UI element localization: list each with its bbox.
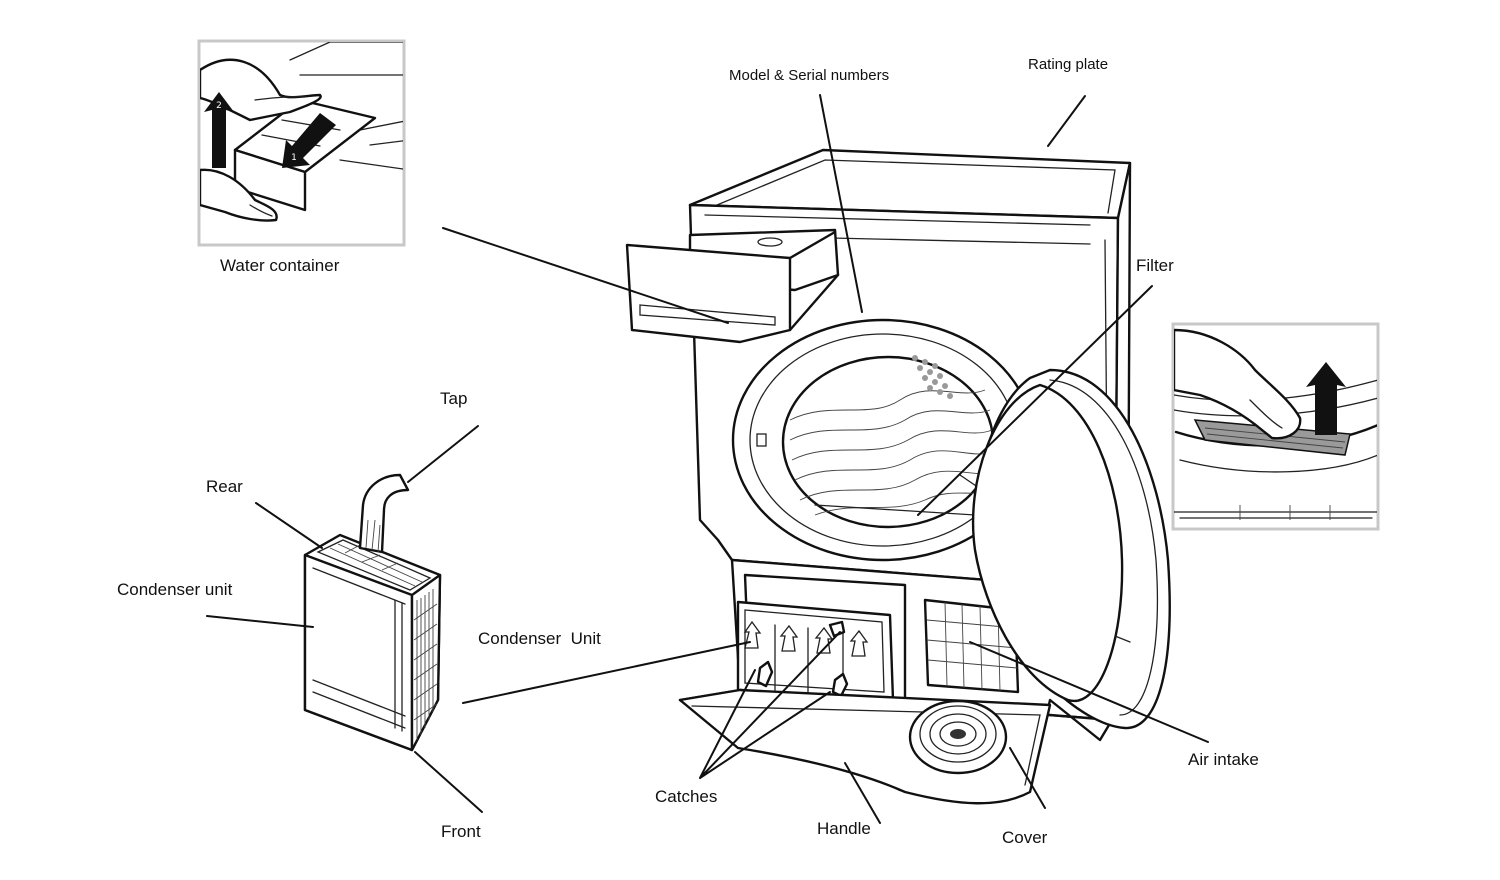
- leader-water-container: [442, 227, 729, 324]
- label-rating-plate: Rating plate: [1028, 56, 1109, 73]
- step-2-number: 2: [216, 101, 222, 111]
- leader-model-serial: [819, 94, 863, 313]
- leader-tap: [407, 425, 479, 483]
- label-air-intake: Air intake: [1188, 750, 1259, 769]
- step-1-number: 1: [291, 153, 297, 163]
- label-cover: Cover: [1002, 828, 1048, 847]
- leader-filter: [917, 285, 1153, 516]
- label-tap: Tap: [440, 389, 468, 408]
- leader-front: [414, 751, 483, 813]
- water-container-inset: 2 1: [197, 39, 406, 247]
- leader-condenser-unit-center: [462, 641, 751, 704]
- condenser-unit-illustration: [303, 473, 442, 752]
- leader-lines: [206, 94, 1209, 824]
- leader-air-intake: [969, 641, 1209, 743]
- label-condenser-unit-center: Condenser Unit: [478, 629, 601, 648]
- leader-catches: [699, 631, 841, 779]
- leader-rating-plate: [1047, 95, 1086, 147]
- label-rear: Rear: [206, 477, 243, 496]
- leader-cover: [1009, 747, 1046, 809]
- label-model-serial-numbers: Model & Serial numbers: [729, 67, 890, 84]
- drum-vent-holes: [912, 355, 953, 399]
- label-filter: Filter: [1136, 256, 1174, 275]
- label-handle: Handle: [817, 819, 871, 838]
- label-water-container: Water container: [220, 256, 340, 275]
- label-front: Front: [441, 822, 481, 841]
- filter-inset: [1171, 322, 1380, 531]
- condenser-arrows: [743, 620, 869, 696]
- dryer-door: [971, 368, 1171, 730]
- leader-rear: [255, 502, 323, 549]
- leader-condenser-unit-left: [206, 615, 314, 628]
- label-catches: Catches: [655, 787, 718, 806]
- condenser-fins: [413, 589, 438, 740]
- label-condenser-unit-left: Condenser unit: [117, 580, 233, 599]
- leader-handle: [844, 762, 881, 824]
